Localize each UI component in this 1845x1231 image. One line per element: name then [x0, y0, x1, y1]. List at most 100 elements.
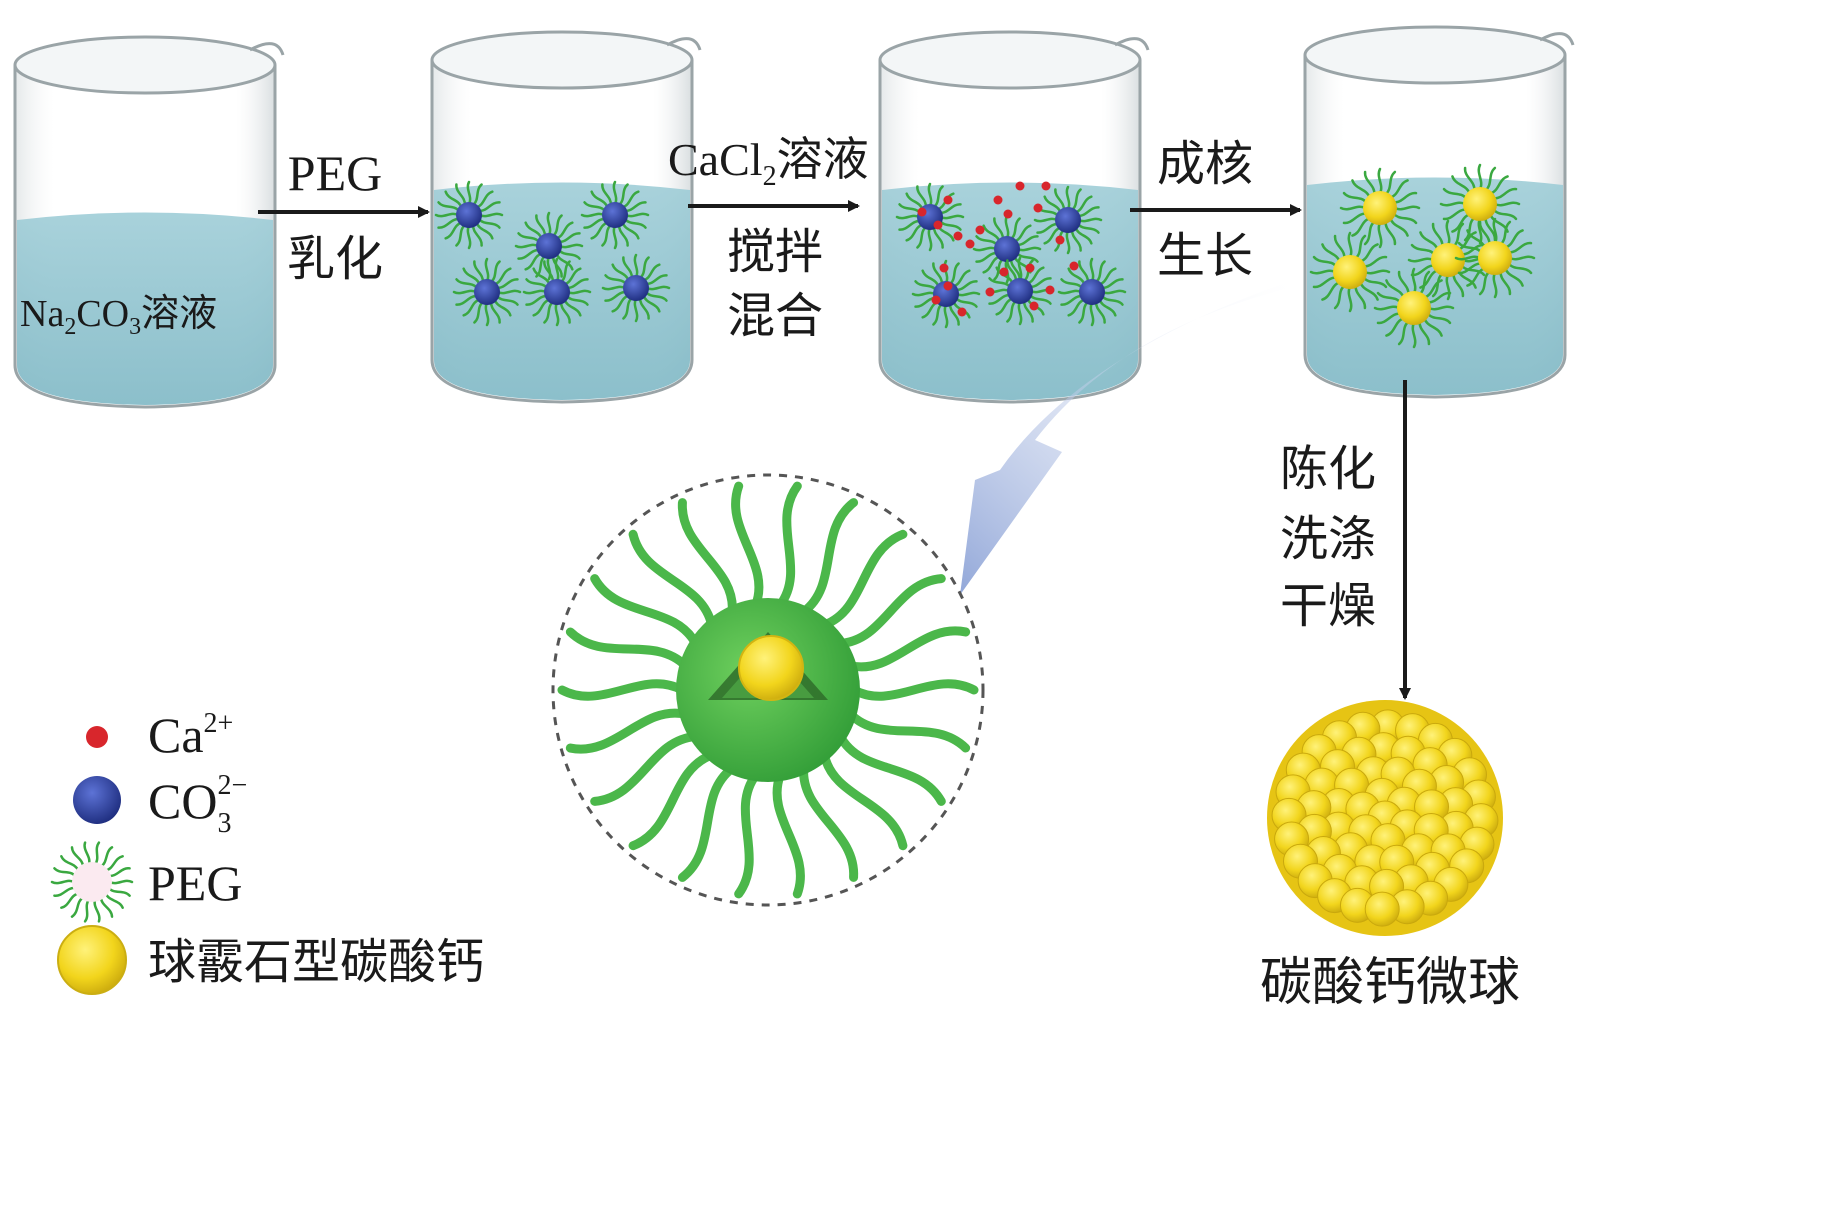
ca-ion — [934, 221, 943, 230]
step3-top-label: 成核 — [1157, 136, 1253, 192]
peg-chain — [95, 900, 100, 922]
microsphere-grain — [1365, 892, 1399, 926]
ca-ion — [944, 282, 953, 291]
micelle — [524, 259, 590, 325]
micelle-core — [1463, 187, 1497, 221]
peg-chain — [777, 775, 800, 894]
micelle-core — [1478, 241, 1512, 275]
step1-top-label: PEG — [288, 145, 382, 201]
step4-line1-label: 陈化 — [1280, 441, 1376, 497]
peg-chain — [72, 898, 83, 917]
ca-ion — [958, 308, 967, 317]
micelle-core — [994, 236, 1020, 262]
ca-ion — [932, 296, 941, 305]
zoomed-micelle — [553, 475, 983, 905]
ca-ion — [1026, 264, 1035, 273]
micelle — [582, 182, 648, 248]
ca-ion — [918, 208, 927, 217]
micelle-core — [474, 279, 500, 305]
micelle-core — [1007, 278, 1033, 304]
beaker-4 — [1305, 27, 1573, 397]
peg-chain — [109, 868, 130, 876]
peg-chain — [72, 847, 83, 866]
legend-peg-label: PEG — [148, 855, 242, 911]
micelle-core — [456, 202, 482, 228]
legend-ca-label: Ca2+ — [148, 707, 233, 763]
ca-ion — [940, 264, 949, 273]
micelle — [603, 255, 669, 321]
ca-ion — [986, 288, 995, 297]
micelle-core — [1055, 207, 1081, 233]
step3-bottom-label: 生长 — [1157, 228, 1253, 284]
micelle — [1311, 233, 1389, 311]
legend-co3-label: CO32− — [148, 770, 247, 839]
peg-chain — [106, 856, 123, 870]
legend-ca-icon — [86, 726, 108, 748]
step4-line3-label: 干燥 — [1280, 578, 1376, 634]
micelle-core — [1333, 255, 1367, 289]
micelle-core — [1363, 191, 1397, 225]
micelle — [454, 259, 520, 325]
peg-chain — [95, 843, 99, 865]
peg-chain — [101, 847, 112, 866]
co3-blob — [73, 776, 121, 824]
peg-chain — [61, 856, 78, 870]
ca-ion — [954, 232, 963, 241]
peg-chain — [85, 843, 90, 865]
legend-peg-icon — [52, 843, 132, 922]
peg-chain — [739, 775, 756, 894]
ca-ion — [1042, 182, 1051, 191]
legend-vaterite-label: 球霰石型碳酸钙 — [148, 934, 484, 990]
peg-core — [72, 862, 112, 902]
beaker1-label: Na2CO3溶液 — [20, 291, 217, 340]
micelle-core — [602, 202, 628, 228]
peg-chain — [851, 714, 966, 748]
micelle-core — [536, 233, 562, 259]
micelle — [1341, 169, 1419, 247]
beaker-1 — [15, 37, 283, 407]
peg-chain — [54, 888, 75, 896]
caco3-microsphere — [1267, 700, 1503, 936]
micelle — [516, 213, 582, 279]
step2-line2-label: 混合 — [727, 288, 823, 344]
ca-ion — [976, 226, 985, 235]
step2-top-label: CaCl2溶液 — [668, 132, 869, 192]
micelle — [987, 258, 1053, 324]
peg-chain — [854, 684, 974, 696]
ca-ion — [944, 196, 953, 205]
product-label: 碳酸钙微球 — [1260, 953, 1520, 1013]
micelle — [1035, 187, 1101, 253]
ca-ion — [1004, 210, 1013, 219]
micelle — [436, 182, 502, 248]
micelle — [1441, 165, 1519, 243]
ca-ion — [994, 196, 1003, 205]
peg-chain — [109, 888, 130, 896]
ca-ion — [1034, 204, 1043, 213]
legend: Ca2+ CO32− PEG 球霰石型碳酸钙 — [52, 707, 484, 994]
peg-chain — [101, 898, 112, 917]
legend-vaterite-icon — [58, 926, 126, 994]
micelle-core — [1397, 291, 1431, 325]
legend-co3-icon — [73, 776, 121, 824]
peg-chain — [804, 503, 854, 612]
micelle — [1375, 269, 1453, 347]
peg-chain — [85, 900, 89, 922]
micelle — [897, 184, 963, 250]
step4-line2-label: 洗涤 — [1280, 511, 1376, 567]
peg-chain — [54, 868, 75, 876]
peg-chain — [736, 486, 759, 605]
peg-chain — [570, 632, 685, 666]
peg-chain — [780, 486, 797, 605]
ca-ion — [966, 240, 975, 249]
step2-line1-label: 搅拌 — [727, 224, 823, 280]
micelle-core — [544, 279, 570, 305]
ca-ion — [1070, 262, 1079, 271]
peg-chain — [52, 881, 74, 883]
ca-ion — [1030, 302, 1039, 311]
micelle-core — [623, 275, 649, 301]
step1-bottom-label: 乳化 — [287, 231, 383, 287]
peg-chain — [110, 881, 132, 883]
micelle — [1409, 221, 1487, 299]
peg-chain — [106, 894, 123, 908]
